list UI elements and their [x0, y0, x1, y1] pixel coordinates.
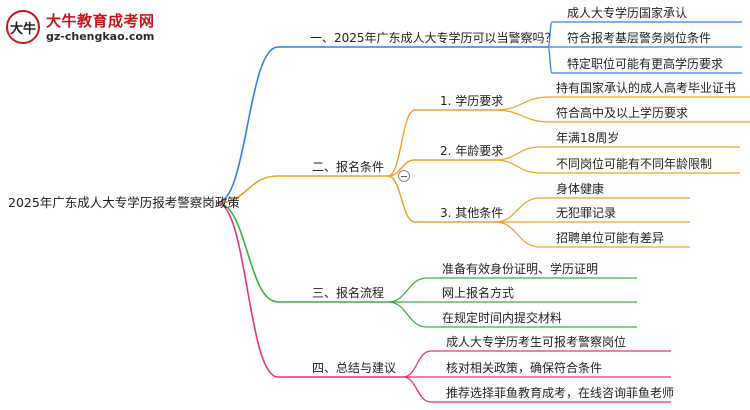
leaf-topic[interactable]: 招聘单位可能有差异 [556, 231, 665, 245]
leaf-topic[interactable]: 符合高中及以上学历要求 [556, 106, 689, 120]
branch-topic-2[interactable]: 二、报名条件 [312, 160, 385, 174]
branch-topic-3[interactable]: 三、报名流程 [312, 286, 385, 300]
site-logo[interactable]: 大牛 大牛教育成考网 gz-chengkao.com [6, 8, 166, 48]
sub-connector [387, 175, 416, 223]
leaf-topic[interactable]: 身体健康 [556, 182, 605, 196]
leaf-connector [547, 21, 553, 48]
leaf-topic[interactable]: 在规定时间内提交材料 [442, 311, 563, 325]
leaf-topic[interactable]: 准备有效身份证明、学历证明 [442, 262, 599, 276]
branch-connector [216, 175, 279, 204]
logo-title: 大牛教育成考网 [46, 12, 155, 30]
leaf-topic[interactable]: 特定职位可能有更高学历要求 [567, 57, 724, 71]
leaf-topic[interactable]: 成人大专学历国家承认 [567, 6, 688, 20]
leaf-topic[interactable]: 符合报考基层警务岗位条件 [567, 31, 712, 45]
leaf-topic[interactable]: 成人大专学历考生可报考警察岗位 [446, 335, 627, 349]
leaf-connector [494, 96, 551, 111]
leaf-connector [494, 159, 541, 174]
root-topic[interactable]: 2025年广东成人大专学历报考警察岗政策 [8, 195, 240, 210]
branch-connector [216, 202, 279, 303]
branch-connector [216, 46, 279, 204]
leaf-connector [494, 221, 541, 248]
branch-connector [216, 202, 279, 378]
logo-mark: 大牛 [6, 10, 40, 44]
leaf-connector [387, 277, 428, 303]
leaf-topic[interactable]: 持有国家承认的成人高考毕业证书 [556, 81, 737, 95]
collapse-button[interactable] [398, 170, 410, 182]
leaf-topic[interactable]: 年满18周岁 [556, 131, 620, 145]
leaf-connector [547, 46, 553, 74]
leaf-topic[interactable]: 核对相关政策，确保符合条件 [446, 361, 603, 375]
leaf-connector [402, 350, 432, 378]
subtopic-3[interactable]: 3. 其他条件 [440, 206, 504, 220]
leaf-connector [402, 376, 432, 403]
subtopic-1[interactable]: 1. 学历要求 [440, 94, 504, 108]
branch-topic-1[interactable]: 一、2025年广东成人大专学历可以当警察吗？ [310, 31, 557, 45]
leaf-connector [387, 301, 428, 328]
subtopic-2[interactable]: 2. 年龄要求 [440, 144, 504, 158]
leaf-connector [494, 197, 541, 223]
leaf-connector [494, 109, 551, 123]
leaf-topic[interactable]: 不同岗位可能有不同年龄限制 [556, 157, 713, 171]
minus-icon [401, 175, 407, 177]
sub-connector [387, 159, 416, 177]
logo-url: gz-chengkao.com [46, 30, 155, 43]
sub-connector [387, 109, 416, 177]
leaf-topic[interactable]: 网上报名方式 [442, 286, 515, 300]
branch-topic-4[interactable]: 四、总结与建议 [312, 361, 397, 375]
leaf-connector [494, 146, 541, 161]
leaf-topic[interactable]: 推荐选择菲鱼教育成考，在线咨询菲鱼老师 [446, 386, 675, 400]
leaf-topic[interactable]: 无犯罪记录 [556, 206, 617, 220]
